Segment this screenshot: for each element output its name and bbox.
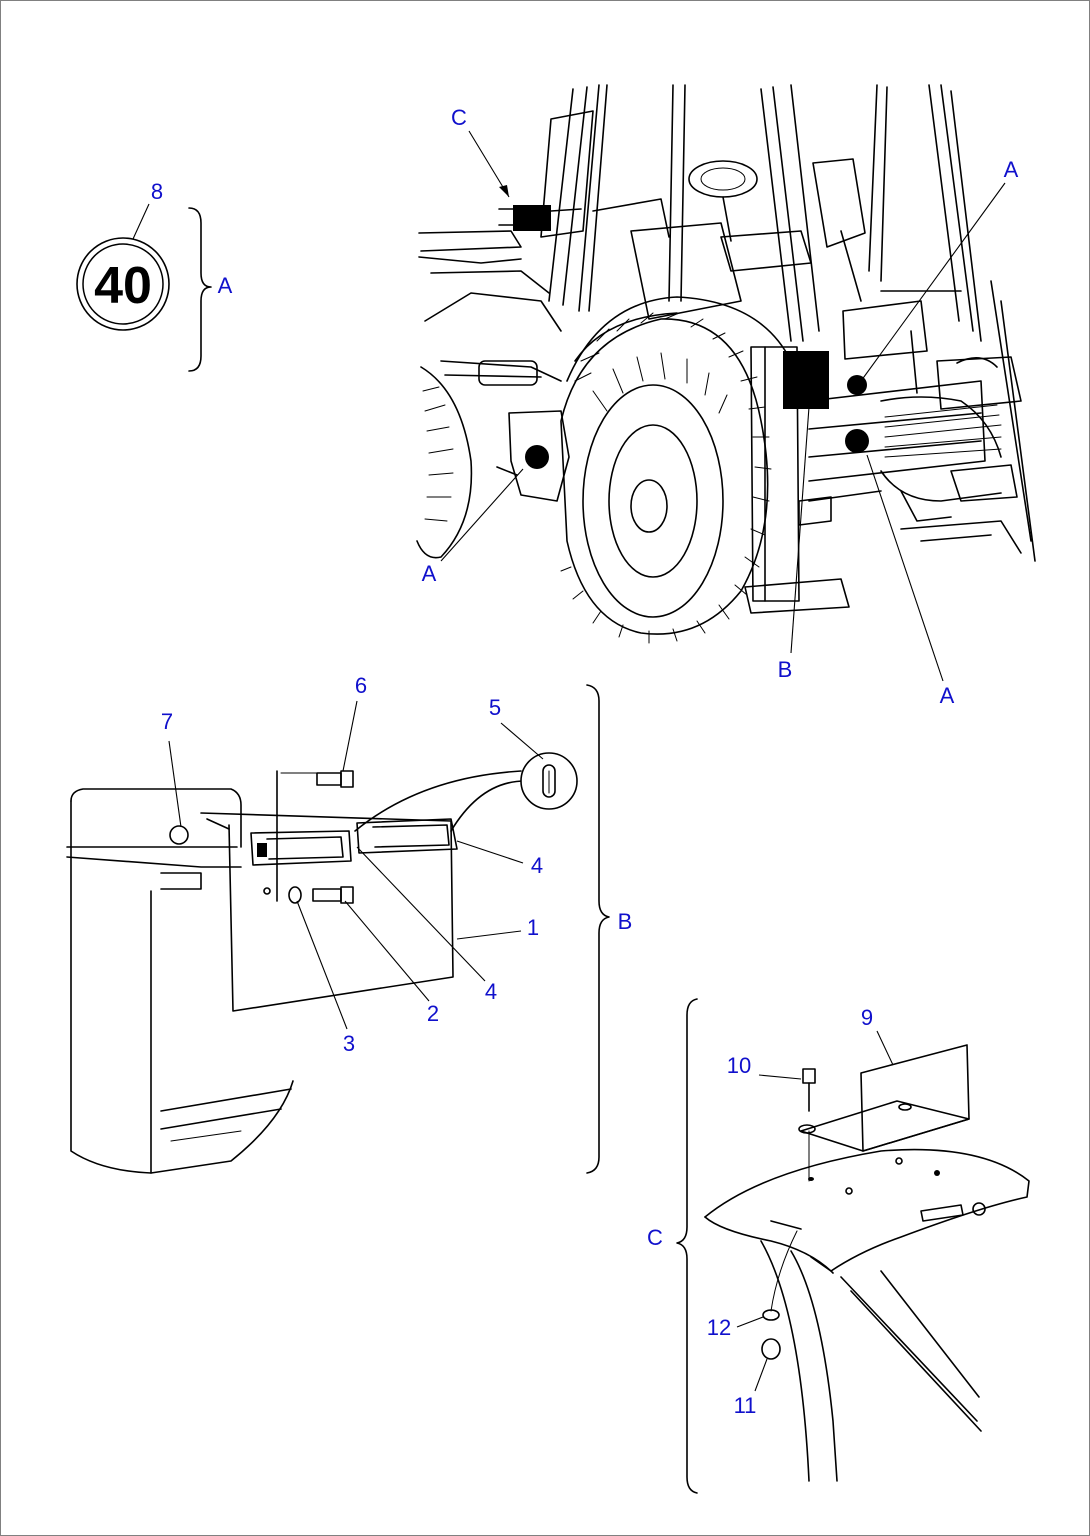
label-group-a: A: [218, 273, 233, 298]
plate-holder-b: [783, 351, 829, 409]
label-a-right: A: [940, 683, 955, 708]
brace-a: [188, 207, 212, 372]
reflector-right-upper: [847, 375, 867, 395]
reflector-right-lower: [845, 429, 869, 453]
callout-8: 8: [151, 179, 163, 204]
speed-sign-40: 40: [76, 203, 170, 331]
callout-11: 11: [734, 1393, 757, 1418]
label-a-left: A: [422, 561, 437, 586]
part-7-nut: [169, 825, 189, 845]
reflector-left: [525, 445, 549, 469]
callout-6: 6: [355, 673, 367, 698]
callout-4a: 4: [531, 853, 543, 878]
machine-rear-view: [416, 84, 1036, 644]
detail-b-plate-light: [66, 752, 578, 1174]
callout-4b: 4: [485, 979, 497, 1004]
brace-b: [586, 684, 610, 1174]
rear-light-c: [513, 205, 551, 231]
detail-c-rear-light-bracket: [704, 1044, 1030, 1482]
label-c-machine: C: [451, 105, 467, 130]
callout-9: 9: [861, 1005, 873, 1030]
label-group-c: C: [647, 1225, 663, 1250]
label-b-machine: B: [778, 657, 793, 682]
sign-speed-value: 40: [94, 257, 152, 315]
rear-tyre: [560, 312, 772, 644]
brace-c: [676, 998, 698, 1494]
callout-7: 7: [161, 709, 173, 734]
callout-1: 1: [527, 915, 539, 940]
callout-12: 12: [707, 1315, 731, 1340]
callout-5: 5: [489, 695, 501, 720]
callout-2: 2: [427, 1001, 439, 1026]
callout-3: 3: [343, 1031, 355, 1056]
callout-10: 10: [727, 1053, 751, 1078]
label-a-top: A: [1004, 157, 1019, 182]
label-group-b: B: [618, 909, 633, 934]
